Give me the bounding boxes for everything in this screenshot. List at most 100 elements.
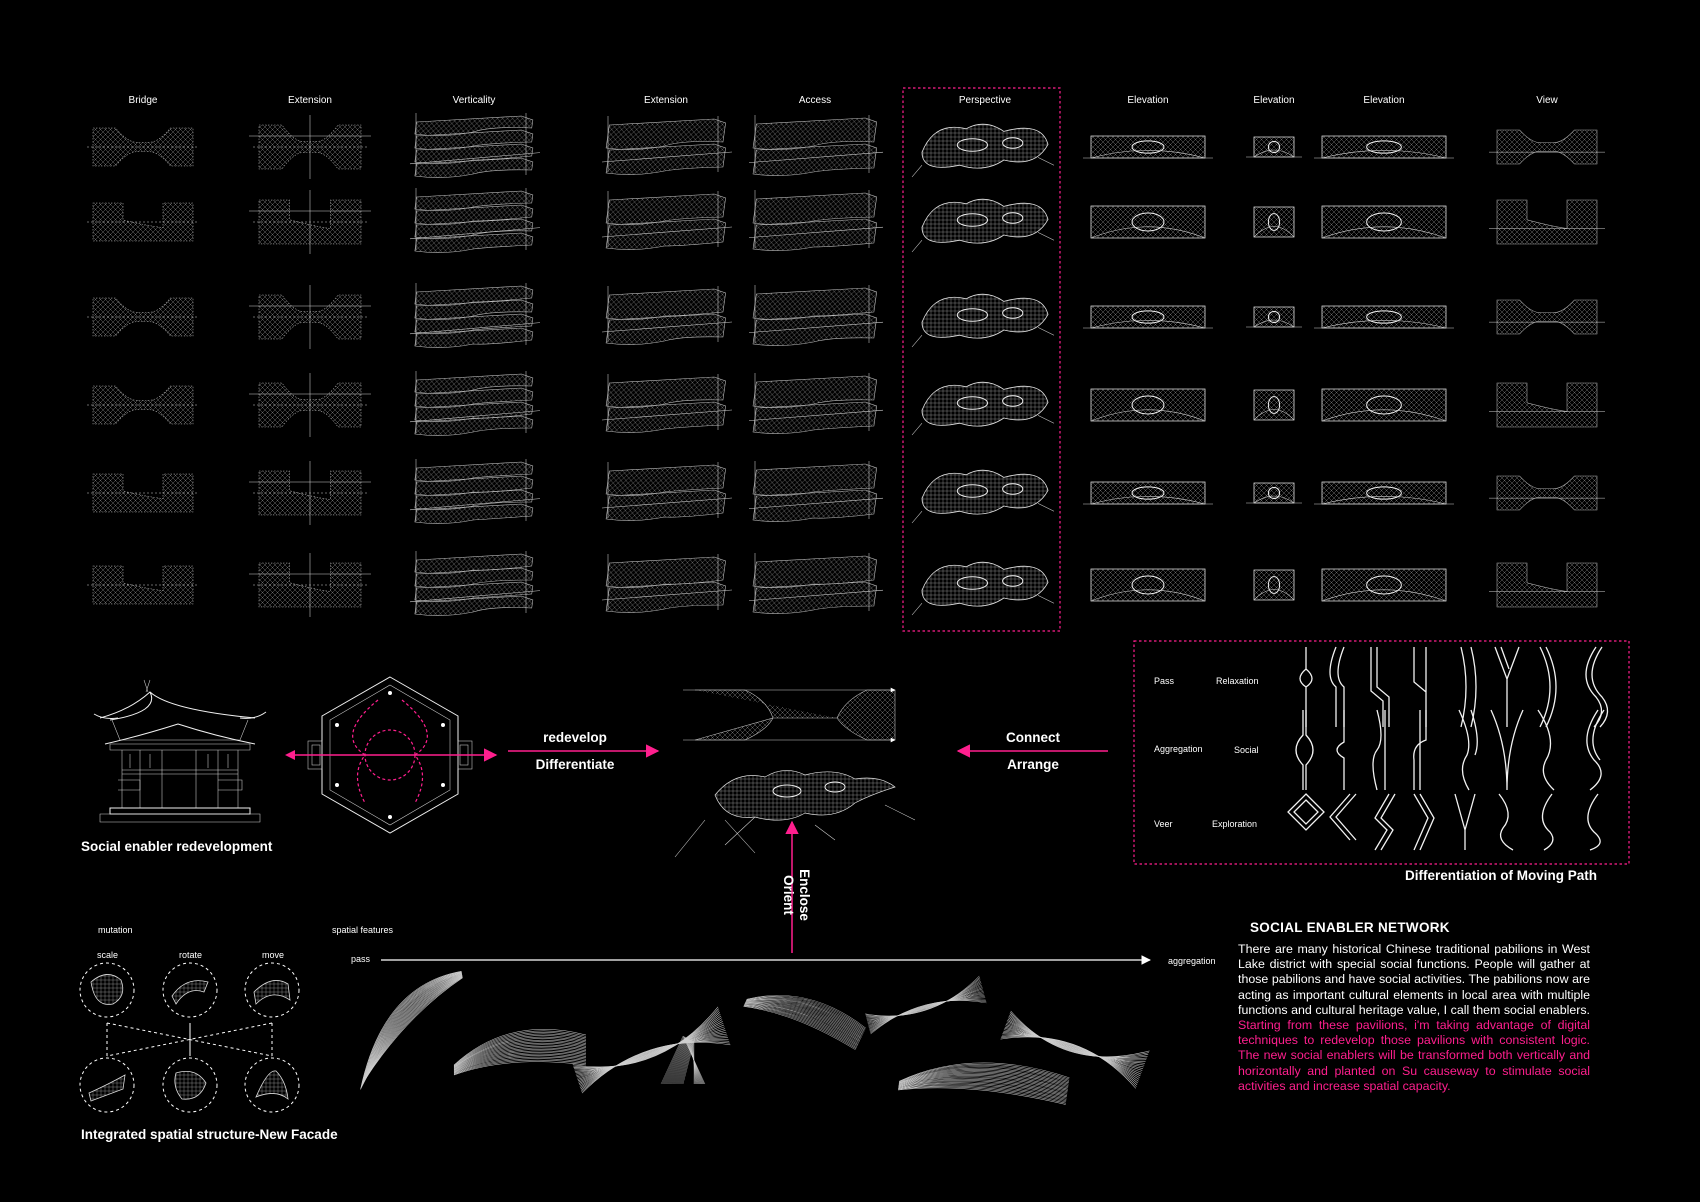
mutation-diagram: mutation scale rotate move bbox=[79, 925, 300, 1113]
diagram-thumbnail bbox=[1090, 205, 1206, 239]
diagram-thumbnail bbox=[409, 459, 541, 524]
caption-social-enabler: Social enabler redevelopment bbox=[81, 839, 273, 854]
caption-moving-path: Differentiation of Moving Path bbox=[1405, 868, 1597, 883]
mutation-circle bbox=[79, 962, 135, 1018]
ribbon-surface bbox=[1000, 1010, 1150, 1089]
moving-path-labels: Pass Relaxation Aggregation Social Veer … bbox=[1154, 676, 1259, 829]
spatial-features-diagram: spatial features pass aggregation bbox=[332, 925, 1216, 966]
pavilion-elevation-drawing bbox=[93, 679, 267, 823]
column-header: Access bbox=[799, 95, 831, 106]
network-text-highlight: Starting from these pavilions, i'm takin… bbox=[1238, 1018, 1590, 1093]
path-label: Exploration bbox=[1212, 819, 1257, 829]
path-glyph bbox=[1585, 646, 1609, 728]
diagram-thumbnail bbox=[409, 113, 541, 178]
path-glyph bbox=[1336, 710, 1345, 790]
diagram-thumbnail bbox=[601, 286, 733, 345]
path-glyph bbox=[1541, 793, 1554, 851]
mutation-circle bbox=[244, 1057, 300, 1113]
diagram-thumbnail bbox=[1083, 305, 1213, 329]
diagram-thumbnail bbox=[1321, 568, 1447, 602]
diagram-thumbnail bbox=[1489, 199, 1605, 245]
path-glyph bbox=[1539, 646, 1557, 728]
diagram-thumbnail bbox=[1083, 135, 1213, 159]
mutation-circle bbox=[79, 1057, 135, 1113]
hexagon-plan-drawing bbox=[285, 676, 498, 834]
diagram-thumbnail bbox=[409, 551, 541, 616]
diagram-thumbnail bbox=[1253, 569, 1295, 601]
diagram-thumbnail bbox=[748, 190, 884, 251]
ribbon-surfaces bbox=[360, 970, 1150, 1105]
diagram-thumbnail bbox=[911, 381, 1055, 436]
diagram-thumbnail bbox=[1489, 299, 1605, 335]
diagram-thumbnail bbox=[87, 202, 199, 242]
spatial-title: spatial features bbox=[332, 925, 394, 935]
mutation-label: scale bbox=[97, 950, 118, 960]
diagram-thumbnail bbox=[1246, 482, 1302, 504]
mutation-label: rotate bbox=[179, 950, 202, 960]
column-header: Elevation bbox=[1363, 95, 1404, 106]
ribbon-surface bbox=[743, 995, 866, 1051]
diagram-thumbnail bbox=[249, 115, 371, 179]
diagram-grid bbox=[87, 113, 1605, 617]
diagram-thumbnail bbox=[1489, 382, 1605, 428]
network-text: There are many historical Chinese tradit… bbox=[1238, 942, 1590, 1017]
column-header: Perspective bbox=[959, 95, 1012, 106]
diagram-thumbnail bbox=[911, 469, 1055, 524]
path-glyph bbox=[1287, 793, 1325, 831]
moving-path-glyphs bbox=[1287, 646, 1609, 851]
flow-label-differentiate: Differentiate bbox=[536, 757, 615, 772]
column-header: View bbox=[1536, 95, 1558, 106]
column-header: Extension bbox=[288, 95, 332, 106]
diagram-thumbnail bbox=[601, 554, 733, 613]
diagram-thumbnail bbox=[911, 293, 1055, 348]
diagram-thumbnail bbox=[1246, 306, 1302, 328]
path-label: Veer bbox=[1154, 819, 1173, 829]
diagram-thumbnail bbox=[911, 561, 1055, 616]
diagram-thumbnail bbox=[748, 373, 884, 434]
diagram-thumbnail bbox=[748, 553, 884, 614]
path-glyph bbox=[1413, 793, 1435, 851]
path-glyph bbox=[1494, 646, 1520, 727]
central-form-drawing bbox=[674, 687, 916, 858]
spatial-start: pass bbox=[351, 954, 371, 964]
diagram-thumbnail bbox=[1314, 135, 1454, 159]
diagram-thumbnail bbox=[1314, 305, 1454, 329]
diagram-thumbnail bbox=[748, 285, 884, 346]
diagram-thumbnail bbox=[1314, 481, 1454, 505]
diagram-thumbnail bbox=[1083, 481, 1213, 505]
flow-label-enclose: Enclose bbox=[797, 869, 812, 921]
diagram-thumbnail bbox=[601, 116, 733, 175]
column-header: Elevation bbox=[1253, 95, 1294, 106]
ribbon-surface bbox=[865, 975, 987, 1035]
path-glyph bbox=[1370, 647, 1390, 727]
column-headers: Bridge Extension Verticality Extension A… bbox=[129, 95, 1559, 106]
path-glyph bbox=[1490, 709, 1524, 791]
diagram-thumbnail bbox=[409, 371, 541, 436]
diagram-thumbnail bbox=[87, 473, 199, 513]
diagram-thumbnail bbox=[1090, 388, 1206, 422]
ribbon-surface bbox=[660, 1035, 706, 1085]
path-glyph bbox=[1374, 793, 1396, 851]
flow-label-orient: Orient bbox=[781, 875, 796, 915]
path-label: Aggregation bbox=[1154, 744, 1203, 754]
path-glyph bbox=[1329, 793, 1357, 841]
perspective-highlight-frame bbox=[902, 87, 1061, 632]
diagram-thumbnail bbox=[87, 385, 199, 425]
path-glyph bbox=[1460, 646, 1477, 728]
diagram-thumbnail bbox=[1246, 136, 1302, 158]
caption-integrated: Integrated spatial structure-New Facade bbox=[81, 1127, 338, 1142]
diagram-thumbnail bbox=[748, 115, 884, 176]
moving-path-frame bbox=[1133, 640, 1630, 865]
mutation-circle bbox=[162, 1057, 218, 1113]
diagram-thumbnail bbox=[911, 123, 1055, 178]
path-glyph bbox=[1413, 710, 1427, 790]
diagram-thumbnail bbox=[249, 553, 371, 617]
path-glyph bbox=[1372, 709, 1386, 791]
column-header: Bridge bbox=[129, 95, 158, 106]
diagram-thumbnail bbox=[409, 188, 541, 253]
flow-label-redevelop: redevelop bbox=[543, 730, 607, 745]
path-glyph bbox=[1537, 709, 1555, 791]
flow-label-arrange: Arrange bbox=[1007, 757, 1059, 772]
path-glyph bbox=[1458, 709, 1478, 791]
path-glyph bbox=[1498, 793, 1514, 851]
